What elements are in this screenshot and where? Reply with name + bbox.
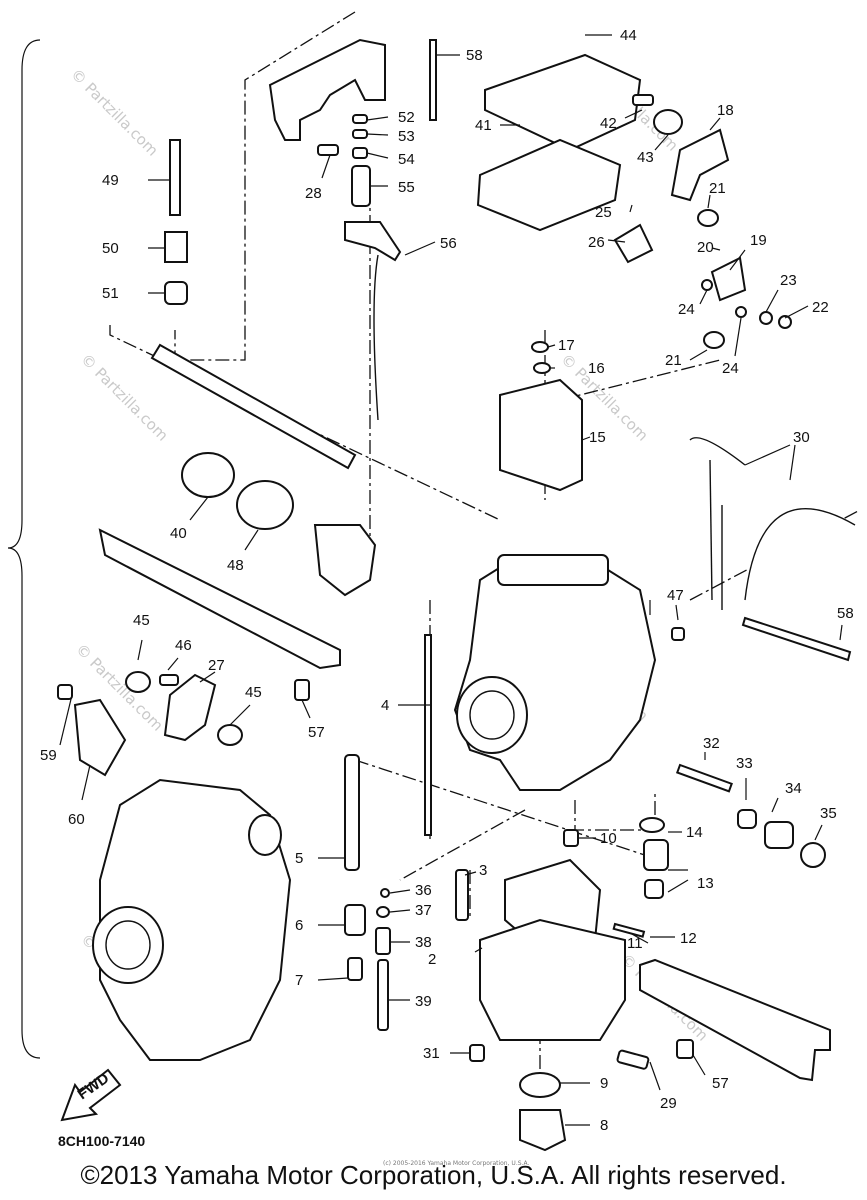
part-number: 25 [595, 204, 612, 221]
carburetor-body-main [453, 553, 657, 791]
part-number: 53 [398, 128, 415, 145]
part-number: 13 [697, 875, 714, 892]
part-number: 19 [750, 232, 767, 249]
part-number: 45 [245, 684, 262, 701]
part-number: 27 [208, 657, 225, 674]
part-number: 31 [423, 1045, 440, 1062]
carburetor-body-secondary [99, 778, 292, 1061]
fwd-arrow [60, 1068, 122, 1122]
bracket-rail [98, 528, 341, 670]
filter-element [499, 378, 583, 492]
part-number: 30 [793, 429, 810, 446]
watermark: © Partzilla.com [67, 65, 162, 160]
lower-rail [639, 958, 831, 1082]
part-number: 2 [428, 951, 436, 968]
part-number: 40 [170, 525, 187, 542]
part-number: 6 [295, 917, 303, 934]
part-number: 57 [712, 1075, 729, 1092]
part-number: 44 [620, 27, 637, 44]
part-number: 23 [780, 272, 797, 289]
part-number: 41 [475, 117, 492, 134]
part-number: 24 [678, 301, 695, 318]
watermark: © Partzilla.com [77, 350, 172, 445]
part-number: 12 [680, 930, 697, 947]
catalog-code: 8CH100-7140 [58, 1133, 146, 1149]
cap [164, 281, 188, 305]
part-number: 50 [102, 240, 119, 257]
part-number: 22 [812, 299, 829, 316]
part-number: 33 [736, 755, 753, 772]
part-callouts: 2 3 4 5 6 7 8 9 10 11 12 13 14 15 16 17 … [40, 27, 854, 1134]
part-number: 9 [600, 1075, 608, 1092]
part-number: 45 [133, 612, 150, 629]
throttle-sensor [73, 698, 127, 777]
part-number: 51 [102, 285, 119, 302]
part-number: 47 [667, 587, 684, 604]
fine-print: (c) 2005-2016 Yamaha Motor Corporation, … [383, 1160, 530, 1167]
part-number: 11 [627, 935, 643, 952]
throttle-valve [313, 524, 377, 597]
part-number: 21 [709, 180, 726, 197]
part-number: 37 [415, 902, 432, 919]
collar [181, 452, 235, 498]
main-jet [377, 959, 389, 1031]
part-number: 3 [479, 862, 487, 879]
part-number: 58 [837, 605, 854, 622]
spring [164, 231, 188, 263]
part-number: 57 [308, 724, 325, 741]
needle-jet [344, 754, 360, 871]
part-number: 52 [398, 109, 415, 126]
part-number: 5 [295, 850, 303, 867]
part-number: 32 [703, 735, 720, 752]
part-number: 58 [466, 47, 483, 64]
part-number: 60 [68, 811, 85, 828]
part-number: 49 [102, 172, 119, 189]
throttle-lever [670, 128, 730, 202]
part-number: 29 [660, 1095, 677, 1112]
part-number: 18 [717, 102, 734, 119]
coil-spring [236, 480, 294, 530]
part-number: 34 [785, 780, 802, 797]
part-number: 55 [398, 179, 415, 196]
part-number: 16 [588, 360, 605, 377]
part-number: 39 [415, 993, 432, 1010]
part-number: 59 [40, 747, 57, 764]
part-number: 21 [665, 352, 682, 369]
cable-tie [429, 39, 437, 121]
part-number: 46 [175, 637, 192, 654]
part-number: 43 [637, 149, 654, 166]
idle-screw [675, 763, 733, 793]
part-number: 24 [722, 360, 739, 377]
part-number: 56 [440, 235, 457, 252]
part-number: 35 [820, 805, 837, 822]
copyright-notice: ©2013 Yamaha Motor Corporation, U.S.A. A… [80, 1160, 787, 1190]
cable-bracket [268, 38, 386, 141]
part-number: 48 [227, 557, 244, 574]
part-number: 54 [398, 151, 415, 168]
part-number: 7 [295, 972, 303, 989]
leader-lines [59, 34, 843, 1126]
part-number: 14 [686, 824, 703, 841]
part-number: 36 [415, 882, 432, 899]
part-number: 28 [305, 185, 322, 202]
part-number: 26 [588, 234, 605, 251]
lever-plate [710, 256, 747, 302]
part-number: 20 [697, 239, 714, 256]
jet-needle [424, 634, 432, 836]
part-number: 38 [415, 934, 432, 951]
assembly-bracket [7, 39, 41, 1059]
part-number: 8 [600, 1117, 608, 1134]
part-number: 15 [589, 429, 606, 446]
float-bowl [479, 918, 626, 1041]
part-number: 10 [600, 830, 617, 847]
throttle-shaft [150, 343, 357, 470]
top-cover [484, 53, 642, 152]
part-number: 17 [558, 337, 575, 354]
pilot-air-screw [169, 139, 181, 216]
parts: FWD [57, 38, 856, 1152]
cover-gasket [476, 138, 622, 232]
part-number: 4 [381, 697, 389, 714]
part-number: 42 [600, 115, 617, 132]
